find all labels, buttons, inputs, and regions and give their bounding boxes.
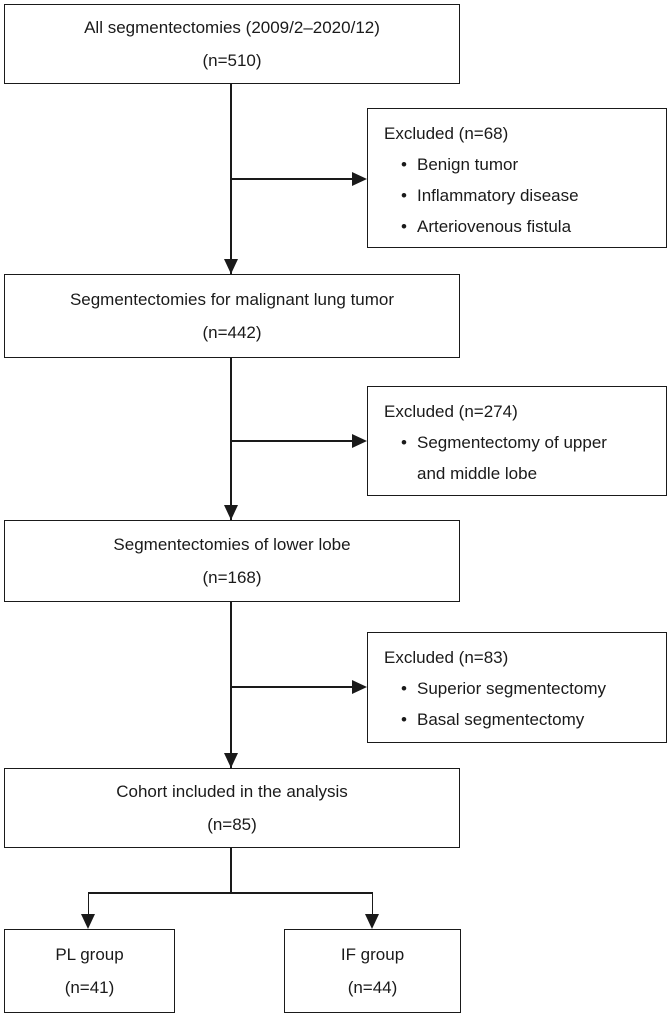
branch-1 xyxy=(230,178,353,180)
list-item: • Arteriovenous fistula xyxy=(401,211,658,242)
connector-2 xyxy=(230,358,232,520)
node-all-segmentectomies: All segmentectomies (2009/2–2020/12) (n=… xyxy=(4,4,460,84)
arrow-down-icon xyxy=(224,505,238,520)
list-item: • Segmentectomy of upper and middle lobe xyxy=(401,427,658,489)
bullet-icon: • xyxy=(401,679,407,698)
arrow-right-icon xyxy=(352,680,367,694)
node-cohort: Cohort included in the analysis (n=85) xyxy=(4,768,460,848)
node-label: IF group xyxy=(340,945,405,964)
node-count: (n=85) xyxy=(207,815,257,834)
bullet-icon: • xyxy=(401,433,407,452)
node-label: PL group xyxy=(55,945,124,964)
arrow-right-icon xyxy=(352,434,367,448)
excluded-title: Excluded (n=274) xyxy=(384,402,518,421)
arrow-down-icon xyxy=(81,914,96,929)
node-excluded-3: Excluded (n=83) • Superior segmentectomy… xyxy=(367,632,667,743)
excluded-title: Excluded (n=68) xyxy=(384,124,509,143)
connector-if xyxy=(371,892,373,916)
excluded-reason: Basal segmentectomy xyxy=(417,710,585,729)
bullet-icon: • xyxy=(401,710,407,729)
excluded-list: • Segmentectomy of upper and middle lobe xyxy=(384,427,658,489)
node-malignant-lung-tumor: Segmentectomies for malignant lung tumor… xyxy=(4,274,460,358)
excluded-title: Excluded (n=83) xyxy=(384,648,509,667)
excluded-reason: Inflammatory disease xyxy=(417,186,579,205)
node-label: Segmentectomies for malignant lung tumor xyxy=(69,290,395,309)
bullet-icon: • xyxy=(401,217,407,236)
node-lower-lobe: Segmentectomies of lower lobe (n=168) xyxy=(4,520,460,602)
node-count: (n=442) xyxy=(202,323,262,342)
arrow-down-icon xyxy=(224,259,238,274)
node-label: Segmentectomies of lower lobe xyxy=(113,535,351,554)
list-item: • Benign tumor xyxy=(401,149,658,180)
list-item: • Inflammatory disease xyxy=(401,180,658,211)
arrow-right-icon xyxy=(352,172,367,186)
node-label: All segmentectomies (2009/2–2020/12) xyxy=(84,18,380,37)
connector-pl xyxy=(87,892,89,916)
excluded-reason: Segmentectomy of upper and middle lobe xyxy=(417,433,607,483)
excluded-reason: Superior segmentectomy xyxy=(417,679,606,698)
node-count: (n=168) xyxy=(202,568,262,587)
list-item: • Basal segmentectomy xyxy=(401,704,658,735)
node-if-group: IF group (n=44) xyxy=(284,929,461,1013)
node-count: (n=41) xyxy=(64,978,115,997)
excluded-reason: Arteriovenous fistula xyxy=(417,217,572,236)
branch-2 xyxy=(230,440,353,442)
node-label: Cohort included in the analysis xyxy=(116,782,348,801)
bullet-icon: • xyxy=(401,155,407,174)
connector-4 xyxy=(230,848,232,893)
excluded-list: • Superior segmentectomy • Basal segment… xyxy=(384,673,658,735)
branch-3 xyxy=(230,686,353,688)
node-excluded-2: Excluded (n=274) • Segmentectomy of uppe… xyxy=(367,386,667,496)
node-count: (n=44) xyxy=(347,978,398,997)
bullet-icon: • xyxy=(401,186,407,205)
node-count: (n=510) xyxy=(202,51,262,70)
list-item: • Superior segmentectomy xyxy=(401,673,658,704)
node-pl-group: PL group (n=41) xyxy=(4,929,175,1013)
excluded-reason: Benign tumor xyxy=(417,155,519,174)
excluded-list: • Benign tumor • Inflammatory disease • … xyxy=(384,149,658,242)
split-line xyxy=(87,892,373,894)
arrow-down-icon xyxy=(365,914,380,929)
connector-3 xyxy=(230,602,232,768)
node-excluded-1: Excluded (n=68) • Benign tumor • Inflamm… xyxy=(367,108,667,248)
arrow-down-icon xyxy=(224,753,238,768)
